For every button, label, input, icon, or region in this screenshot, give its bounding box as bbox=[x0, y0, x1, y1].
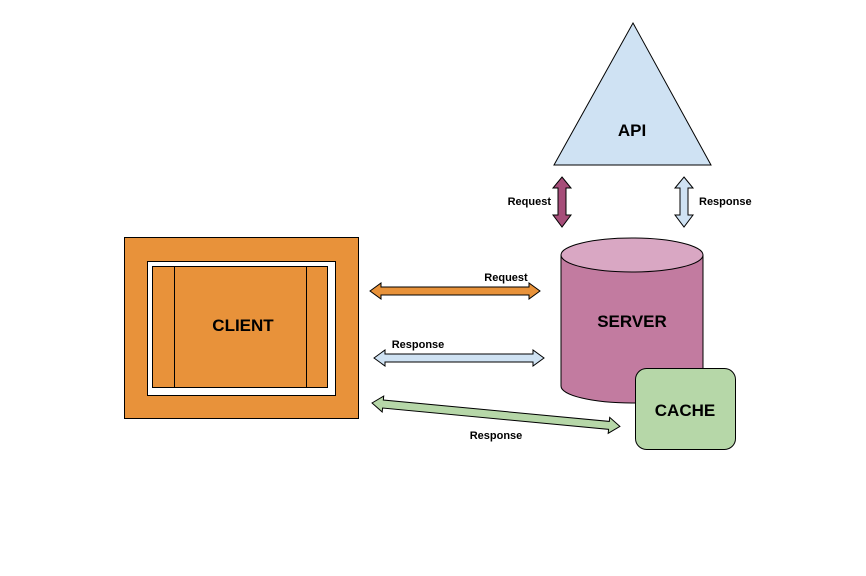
client-server-response-edge: Response bbox=[373, 339, 545, 367]
server-api-request-label: Request bbox=[508, 196, 552, 208]
server-api-response-edge: Response bbox=[673, 176, 752, 228]
api-triangle bbox=[553, 21, 712, 166]
api-label: API bbox=[618, 121, 646, 140]
server-api-request-edge: Request bbox=[508, 176, 573, 228]
client-node: CLIENT bbox=[124, 237, 359, 419]
client-window bbox=[152, 266, 328, 388]
cache-client-response-edge: Response bbox=[371, 395, 621, 442]
cache-box bbox=[635, 368, 736, 450]
server-api-request-arrow bbox=[551, 176, 573, 228]
cache-client-response-label: Response bbox=[470, 430, 523, 442]
server-label: SERVER bbox=[597, 312, 667, 331]
client-server-response-label: Response bbox=[392, 339, 445, 351]
server-api-response-label: Response bbox=[699, 196, 752, 208]
client-server-request-arrow bbox=[369, 282, 541, 300]
client-server-response-arrow bbox=[373, 349, 545, 367]
server-api-response-arrow bbox=[673, 176, 695, 228]
cache-node: CACHE bbox=[635, 368, 736, 450]
cache-client-response-arrow bbox=[371, 395, 621, 435]
client-server-request-edge: Request bbox=[369, 272, 541, 300]
cache-label: CACHE bbox=[655, 401, 715, 420]
client-server-request-label: Request bbox=[484, 272, 528, 284]
server-cylinder-top bbox=[560, 237, 704, 273]
api-node: API bbox=[553, 21, 712, 166]
client-label: CLIENT bbox=[212, 316, 274, 335]
